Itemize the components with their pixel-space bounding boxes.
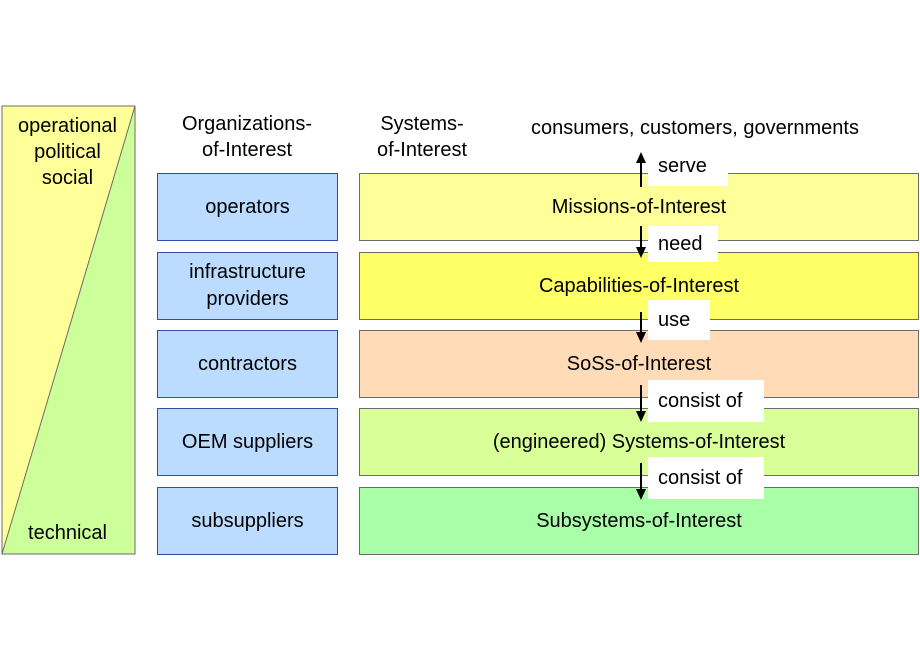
relation-label-consist-of-2: consist of [648,457,764,499]
consumers-header: consumers, customers, governments [531,117,859,139]
spectrum-top-label: operational political social [18,115,117,189]
org-box-operators: operators [157,173,338,241]
layer-systems: (engineered) Systems-of-Interest [359,408,919,476]
layer-subsystems: Subsystems-of-Interest [359,487,919,555]
arrow-serve-head [636,152,646,163]
relation-label-consist-of-1: consist of [648,380,764,422]
arrow-consist-of-1-head [636,411,646,422]
org-box-contractors: contractors [157,330,338,398]
relation-label-use: use [648,300,710,340]
layer-soss: SoSs-of-Interest [359,330,919,398]
arrow-consist-of-2-head [636,489,646,500]
relation-label-serve: serve [648,146,728,186]
spectrum-bottom-label: technical [28,522,107,544]
organizations-header: Organizations- of-Interest [181,113,313,161]
spectrum-border [1,105,136,555]
relation-label-need: need [648,226,718,262]
layer-missions: Missions-of-Interest [359,173,919,241]
systems-header: Systems- of-Interest [376,113,468,161]
spectrum-diagonal [1,105,136,555]
org-box-oem-suppliers: OEM suppliers [157,408,338,476]
org-box-subsuppliers: subsuppliers [157,487,338,555]
arrow-use-head [636,332,646,343]
layer-capabilities: Capabilities-of-Interest [359,252,919,320]
arrow-need-head [636,247,646,258]
